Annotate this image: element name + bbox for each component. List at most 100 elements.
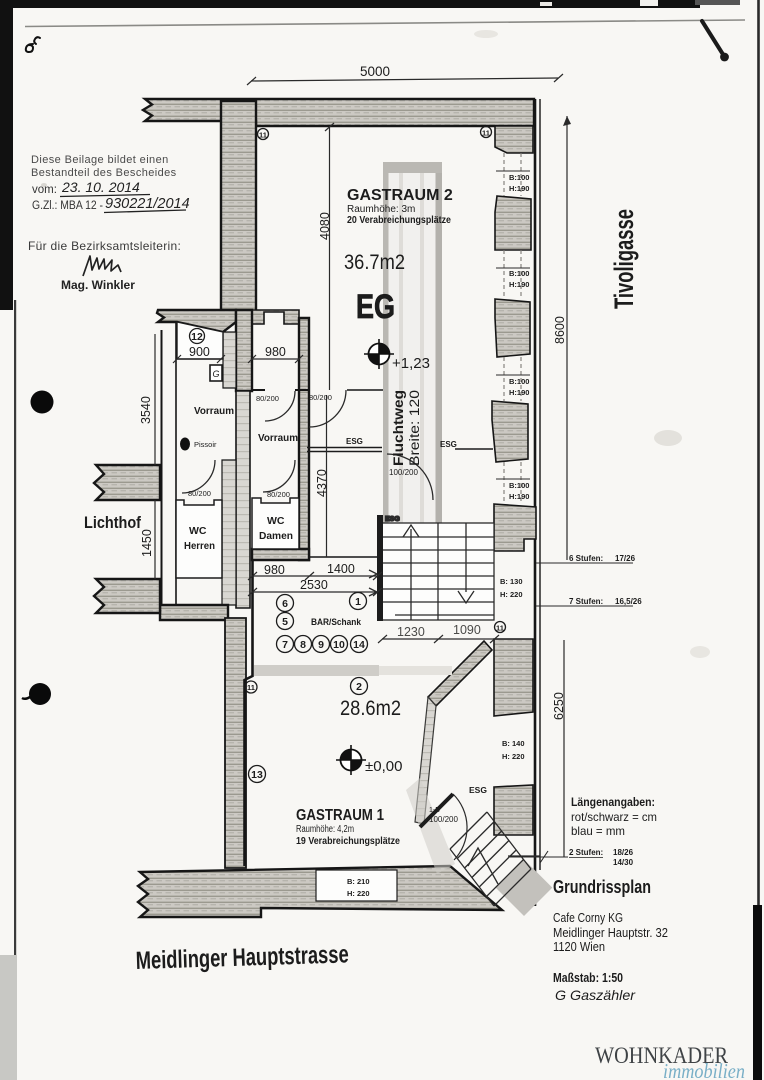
svg-text:80/200: 80/200: [267, 490, 290, 499]
svg-text:ESG: ESG: [385, 516, 400, 523]
svg-text:Lichthof: Lichthof: [84, 513, 141, 532]
svg-text:Cafe Corny KG: Cafe Corny KG: [553, 911, 623, 925]
svg-text:980: 980: [264, 563, 285, 577]
svg-text:980: 980: [265, 345, 286, 359]
svg-text:Längenangaben:: Längenangaben:: [571, 795, 655, 809]
svg-text:6: 6: [282, 598, 288, 610]
svg-text:11: 11: [482, 129, 490, 138]
svg-text:7: 7: [282, 639, 288, 651]
svg-text:B:100: B:100: [509, 377, 529, 386]
svg-text:BAR/Schank: BAR/Schank: [311, 617, 362, 628]
svg-text:ESG: ESG: [346, 437, 363, 446]
svg-text:vom:: vom:: [32, 184, 57, 196]
svg-text:2: 2: [356, 681, 362, 693]
svg-text:11: 11: [247, 683, 255, 692]
svg-text:G: G: [213, 369, 220, 379]
svg-text:9: 9: [318, 639, 324, 651]
svg-text:WC: WC: [267, 515, 285, 527]
svg-text:Mag. Winkler: Mag. Winkler: [61, 278, 135, 292]
svg-text:B: 210: B: 210: [347, 877, 370, 886]
svg-text:20 Verabreichungsplätze: 20 Verabreichungsplätze: [347, 215, 451, 226]
svg-text:36.7m2: 36.7m2: [344, 251, 405, 274]
svg-text:±0,00: ±0,00: [365, 758, 402, 775]
svg-text:Meidlinger Hauptstrasse: Meidlinger Hauptstrasse: [135, 940, 349, 975]
svg-text:H: 220: H: 220: [500, 590, 523, 599]
svg-text:EG: EG: [356, 288, 395, 326]
svg-text:23. 10. 2014: 23. 10. 2014: [61, 179, 140, 195]
svg-text:8: 8: [300, 639, 306, 651]
svg-text:Raumhöhe: 3m: Raumhöhe: 3m: [347, 204, 415, 215]
svg-text:H:190: H:190: [509, 280, 529, 289]
svg-text:Diese Beilage bildet einen: Diese Beilage bildet einen: [31, 154, 169, 166]
svg-text:Breite: 120: Breite: 120: [407, 390, 422, 466]
svg-text:B:100: B:100: [509, 173, 529, 182]
svg-text:G.Zl.: MBA 12 -: G.Zl.: MBA 12 -: [32, 200, 103, 212]
svg-text:930221/2014: 930221/2014: [105, 196, 190, 212]
svg-text:rot/schwarz = cm: rot/schwarz = cm: [571, 810, 657, 824]
svg-text:ESG: ESG: [440, 440, 457, 449]
svg-text:6250: 6250: [552, 692, 566, 720]
svg-text:WOHNKADER: WOHNKADER: [595, 1043, 729, 1068]
svg-text:7 Stufen:: 7 Stufen:: [569, 597, 603, 606]
svg-text:11: 11: [496, 624, 504, 633]
svg-text:2 Stufen:: 2 Stufen:: [569, 848, 603, 857]
svg-text:WC: WC: [189, 525, 207, 537]
svg-text:11: 11: [259, 131, 267, 140]
svg-text:12: 12: [191, 331, 203, 343]
svg-text:Pissoir: Pissoir: [194, 440, 217, 449]
svg-text:GASTRAUM 2: GASTRAUM 2: [347, 187, 453, 204]
svg-text:Meidlinger Hauptstr. 32: Meidlinger Hauptstr. 32: [553, 926, 668, 940]
svg-text:B:100: B:100: [509, 481, 529, 490]
svg-text:2530: 2530: [300, 578, 328, 592]
svg-text:6 Stufen:: 6 Stufen:: [569, 554, 603, 563]
svg-text:1230: 1230: [397, 625, 425, 639]
svg-text:ESG: ESG: [469, 785, 487, 795]
svg-text:G Gaszähler: G Gaszähler: [555, 987, 636, 1003]
svg-text:14/30: 14/30: [613, 858, 634, 867]
svg-text:900: 900: [189, 345, 210, 359]
svg-text:H: 220: H: 220: [502, 752, 525, 761]
svg-text:1: 1: [355, 596, 361, 608]
svg-text:8600: 8600: [553, 316, 567, 344]
svg-text:Grundrissplan: Grundrissplan: [553, 877, 651, 897]
svg-text:Maßstab: 1:50: Maßstab: 1:50: [553, 971, 623, 985]
svg-text:Vorraum: Vorraum: [258, 432, 298, 444]
svg-text:3540: 3540: [139, 396, 153, 424]
svg-text:Bestandteil des Bescheides: Bestandteil des Bescheides: [31, 167, 177, 179]
svg-text:100/200: 100/200: [389, 468, 418, 477]
svg-text:18/26: 18/26: [613, 848, 634, 857]
svg-text:19 Verabreichungsplätze: 19 Verabreichungsplätze: [296, 836, 400, 847]
svg-text:28.6m2: 28.6m2: [340, 697, 401, 720]
svg-text:H:190: H:190: [509, 388, 529, 397]
svg-text:80/200: 80/200: [256, 394, 279, 403]
svg-text:1400: 1400: [327, 562, 355, 576]
svg-text:H: 220: H: 220: [347, 889, 370, 898]
svg-text:H:190: H:190: [509, 184, 529, 193]
svg-text:100/200: 100/200: [429, 815, 458, 824]
svg-text:B:100: B:100: [509, 269, 529, 278]
svg-text:Fluchtweg: Fluchtweg: [391, 390, 406, 466]
svg-text:1120 Wien: 1120 Wien: [553, 940, 605, 954]
svg-text:Für die Bezirksamtsleiterin:: Für die Bezirksamtsleiterin:: [28, 239, 181, 253]
svg-text:1090: 1090: [453, 623, 481, 637]
svg-text:immobilien: immobilien: [663, 1059, 745, 1080]
svg-text:5000: 5000: [360, 64, 390, 79]
svg-text:80/200: 80/200: [309, 393, 332, 402]
svg-text:+1,23: +1,23: [392, 355, 430, 372]
svg-text:16,5/26: 16,5/26: [615, 597, 642, 606]
svg-text:4080: 4080: [318, 212, 332, 240]
svg-text:14: 14: [353, 639, 365, 651]
svg-text:1-B: 1-B: [429, 807, 440, 814]
svg-text:10: 10: [333, 639, 345, 651]
svg-text:17/26: 17/26: [615, 554, 636, 563]
svg-text:1450: 1450: [140, 529, 154, 557]
svg-text:Raumhöhe: 4,2m: Raumhöhe: 4,2m: [296, 824, 354, 835]
svg-text:13: 13: [251, 769, 263, 781]
svg-text:H:190: H:190: [509, 492, 529, 501]
svg-text:GASTRAUM 1: GASTRAUM 1: [296, 807, 384, 824]
svg-text:Vorraum: Vorraum: [194, 405, 234, 417]
svg-text:4370: 4370: [315, 469, 329, 497]
svg-text:Herren: Herren: [184, 540, 215, 552]
svg-text:blau = mm: blau = mm: [571, 824, 625, 838]
svg-text:Tivoligasse: Tivoligasse: [609, 209, 639, 309]
